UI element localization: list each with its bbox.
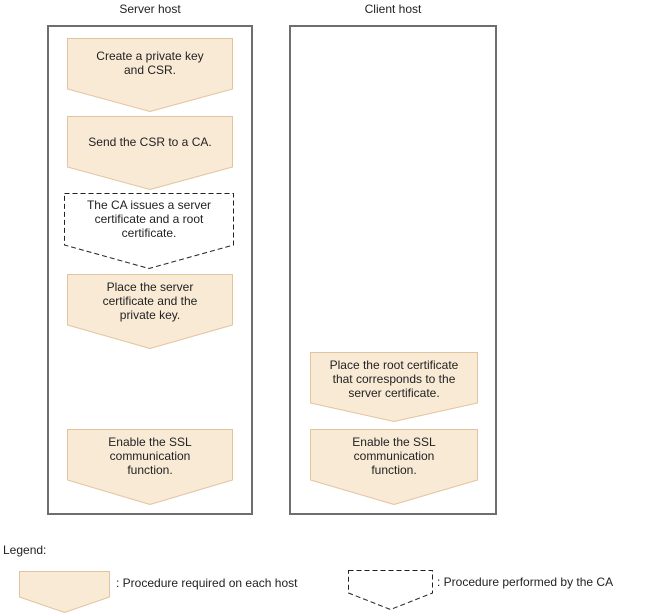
chevron-down-shape	[67, 274, 233, 349]
step-text: Place the root certificate that correspo…	[329, 358, 459, 400]
chevron-down-shape	[67, 116, 233, 190]
step-create-private-key-csr: Create a private key and CSR.	[67, 38, 233, 112]
chevron-down-shape	[19, 571, 110, 613]
chevron-down-shape	[310, 429, 478, 505]
legend-dashed-shape	[348, 570, 433, 610]
legend-dashed-text: : Procedure performed by the CA	[437, 575, 614, 589]
legend-label: Legend:	[3, 543, 47, 557]
step-place-server-certificate: Place the server certificate and the pri…	[67, 274, 233, 349]
step-place-root-certificate: Place the root certificate that correspo…	[310, 352, 478, 422]
server-host-title: Server host	[119, 2, 181, 16]
chevron-down-dashed-shape	[348, 570, 433, 610]
step-text: Send the CSR to a CA.	[88, 135, 212, 149]
legend-filled-shape	[19, 571, 110, 613]
step-ca-issues-certificates: The CA issues a server certificate and a…	[64, 193, 234, 269]
chevron-down-shape	[310, 352, 478, 422]
chevron-down-shape	[67, 38, 233, 112]
step-send-csr-to-ca: Send the CSR to a CA.	[67, 116, 233, 190]
client-host-title: Client host	[364, 2, 422, 16]
step-enable-ssl-server: Enable the SSL communication function.	[67, 429, 233, 505]
chevron-down-shape	[67, 429, 233, 505]
chevron-down-dashed-shape	[64, 193, 234, 269]
step-text: Enable the SSL communication function.	[108, 435, 192, 477]
step-text: Enable the SSL communication function.	[352, 435, 436, 477]
legend-filled-text: : Procedure required on each host	[116, 576, 298, 590]
step-enable-ssl-client: Enable the SSL communication function.	[310, 429, 478, 505]
step-text: The CA issues a server certificate and a…	[86, 198, 212, 240]
step-text: Place the server certificate and the pri…	[102, 280, 198, 322]
step-text: Create a private key and CSR.	[96, 49, 204, 77]
